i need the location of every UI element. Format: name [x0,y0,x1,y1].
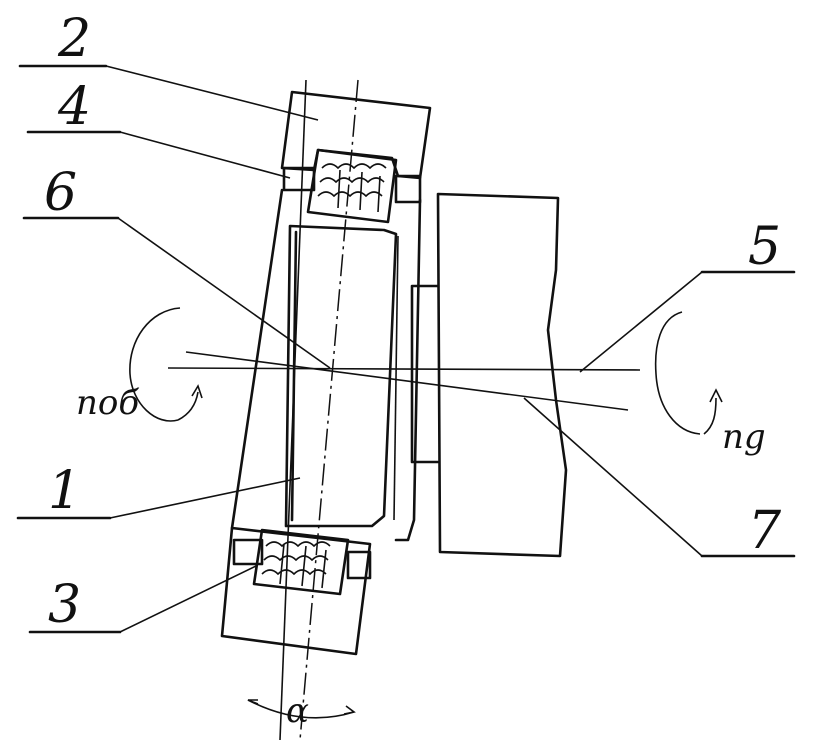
speed-symbol-right: ng [722,417,766,457]
inner-shaft [230,188,422,542]
seal-bottom-left [232,538,264,566]
angle-symbol-alpha: α [286,691,309,731]
right-block [410,192,568,558]
speed-symbol-left: nоб [76,383,139,423]
roller-bottom [252,528,350,596]
label-4: 4 [57,77,91,137]
label-2: 2 [57,9,91,69]
outer-ring-bottom [220,526,372,656]
label-5: 5 [748,217,781,277]
rotation-arrow-right [654,311,723,435]
label-7: 7 [748,501,782,561]
rotation-arrow-left [129,307,203,422]
alpha-arc [247,699,356,719]
label-3: 3 [48,575,81,635]
label-1: 1 [48,461,81,521]
seal-top-right [394,174,422,204]
seal-top-left [282,166,316,192]
roller-top [306,148,398,224]
axes [167,79,641,741]
seal-bottom-right [346,550,372,580]
leaders [16,64,796,634]
label-6: 6 [44,163,77,223]
